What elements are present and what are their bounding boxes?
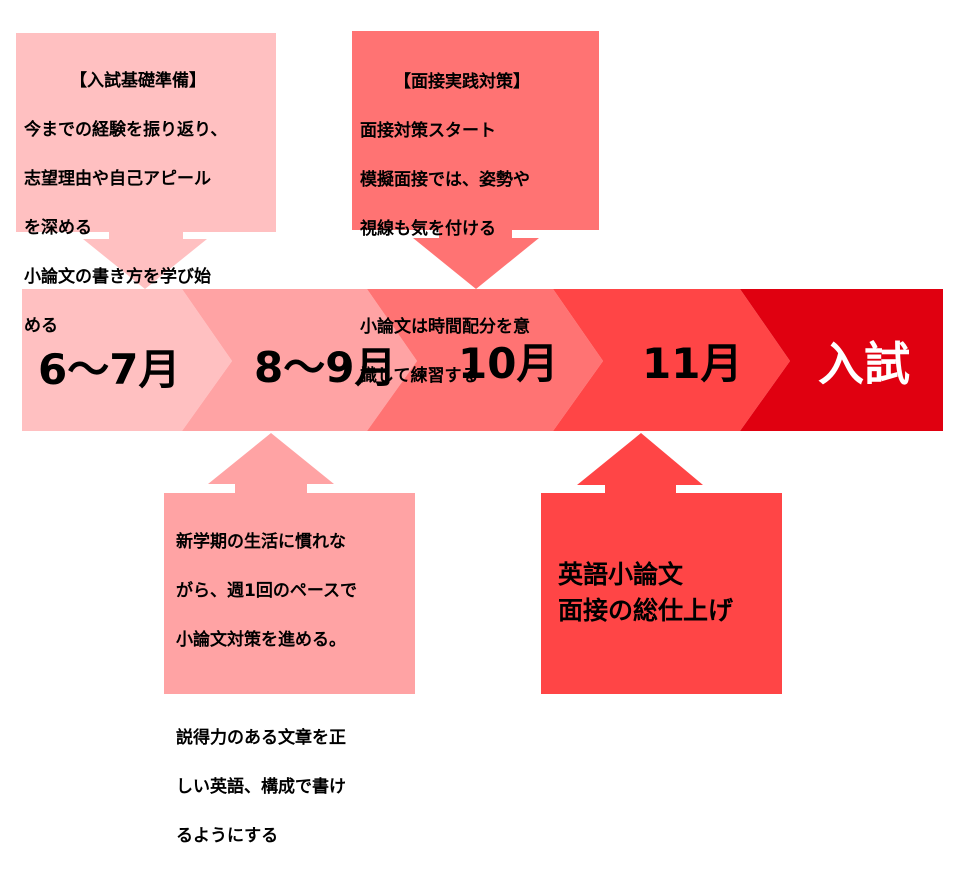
timeline-diagram [16, 31, 943, 694]
stage-label-exam: 入試 [818, 337, 910, 391]
callout-october-line: 【面接実践対策】 [394, 71, 530, 92]
callout-summer-line [176, 677, 412, 702]
callout-october-line: 識して練習する [360, 365, 479, 386]
stage-chevron-4 [553, 289, 790, 431]
callout-basic-shape [16, 33, 276, 289]
stage-label-10: 10月 [458, 339, 559, 388]
stage-chevron-3 [367, 289, 603, 431]
callout-summer-shape [164, 433, 415, 694]
stage-label-6-7: 6〜7月 [38, 345, 181, 394]
callout-october-line: 小論文は時間配分を意 [360, 316, 530, 337]
callout-basic-line: める [24, 315, 58, 336]
callout-october-shape [352, 31, 599, 289]
callout-october-text: 【面接実践対策】 面接対策スタート 模擬面接では、姿勢や 視線も気を付ける 小論… [360, 45, 596, 413]
callout-summer-line: 説得力のある文章を正 [176, 727, 346, 748]
callout-summer-line: がら、週1回のペースで [176, 580, 357, 601]
stage-chevron-2 [182, 289, 417, 431]
callout-summer-line: るようにする [176, 825, 279, 846]
callout-october-line [360, 266, 596, 291]
callout-summer-text: 新学期の生活に慣れな がら、週1回のペースで 小論文対策を進める。 説得力のある… [176, 505, 412, 873]
stage-chevron-1 [22, 289, 232, 431]
callout-october-line: 面接対策スタート [360, 120, 496, 141]
stage-label-8-9: 8〜9月 [254, 343, 397, 392]
callout-november-text: 英語小論文 面接の総仕上げ [558, 557, 780, 629]
callout-october-line: 模擬面接では、姿勢や [360, 169, 530, 190]
callout-november-line: 面接の総仕上げ [558, 596, 734, 625]
callout-summer-line: 小論文対策を進める。 [176, 629, 346, 650]
stage-label-11: 11月 [642, 339, 743, 388]
callout-basic-text: 【入試基礎準備】 今までの経験を振り返り、 志望理由や自己アピール を深める 小… [24, 44, 274, 363]
callout-basic-line: 【入試基礎準備】 [70, 70, 206, 91]
callout-november-line: 英語小論文 [558, 560, 684, 589]
callout-basic-line: 志望理由や自己アピール [24, 168, 211, 189]
callout-november-shape [541, 433, 782, 694]
callout-summer-line: しい英語、構成で書け [176, 776, 346, 797]
callout-basic-line: を深める [24, 217, 92, 238]
callout-summer-line: 新学期の生活に慣れな [176, 531, 346, 552]
callout-basic-line: 今までの経験を振り返り、 [24, 119, 228, 140]
stage-chevron-5 [740, 289, 943, 431]
callout-october-line: 視線も気を付ける [360, 218, 496, 239]
callout-basic-line: 小論文の書き方を学び始 [24, 266, 211, 287]
